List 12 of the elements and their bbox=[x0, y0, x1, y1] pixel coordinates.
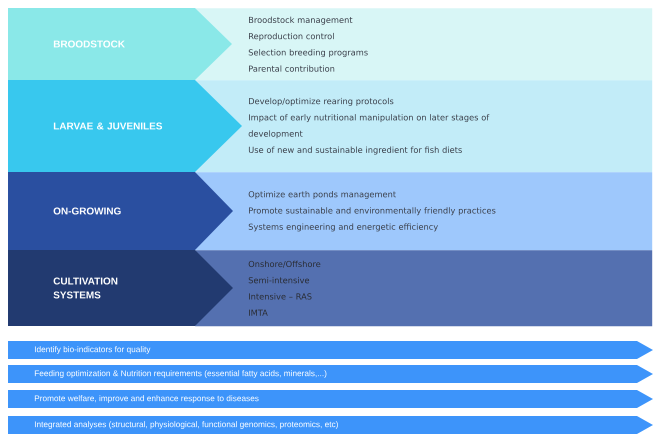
arrow-band: Integrated analyses (structural, physiological, functional genomics, proteomics, etc) bbox=[8, 416, 653, 434]
list-panel: Broodstock management Reproduction control Selection breeding programs Parental contribution bbox=[195, 8, 652, 80]
arrow-band: Feeding optimization & Nutrition requirements (essential fatty acids, minerals,...) bbox=[8, 365, 653, 383]
arrow-band: Promote welfare, improve and enhance response to diseases bbox=[8, 390, 653, 408]
arrow-band: Identify bio-indicators for quality bbox=[8, 341, 653, 359]
stage-banner: CULTIVATION SYSTEMS bbox=[8, 250, 233, 326]
stage-banner: ON-GROWING bbox=[8, 172, 233, 250]
stage-banner: LARVAE & JUVENILES bbox=[8, 80, 242, 172]
list-panel: Onshore/Offshore Semi-intensive Intensive – RAS IMTA bbox=[195, 250, 652, 326]
list-panel: Develop/optimize rearing protocols Impact of early nutritional manipulation on later stages of development Use of new and sustainable ingredient for fish diets bbox=[195, 80, 652, 172]
list-panel: Optimize earth ponds management Promote sustainable and environmentally friendly practices Systems engineering and energetic efficiency bbox=[195, 172, 652, 250]
stage-banner: BROODSTOCK bbox=[8, 8, 232, 80]
